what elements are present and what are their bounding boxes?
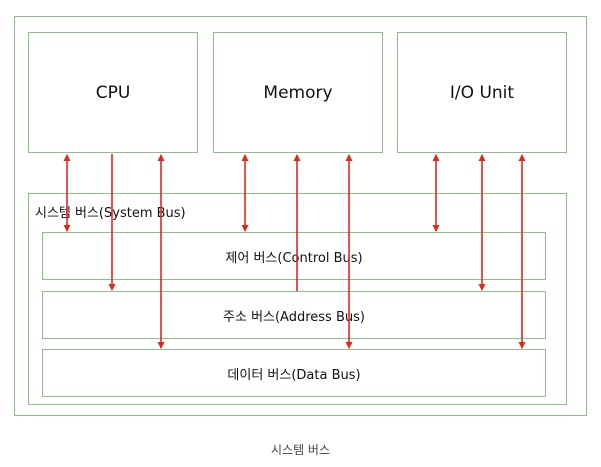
control-bus-box: 제어 버스(Control Bus) [42,232,546,280]
data-bus-label: 데이터 버스(Data Bus) [227,367,361,383]
system-bus-label: 시스템 버스(System Bus) [35,206,186,221]
data-bus-box: 데이터 버스(Data Bus) [42,349,546,397]
address-bus-label: 주소 버스(Address Bus) [223,309,365,325]
io-unit-label: I/O Unit [449,82,515,103]
memory-label: Memory [263,82,333,103]
memory-box: Memory [213,32,383,153]
io-unit-box: I/O Unit [397,32,567,153]
control-bus-label: 제어 버스(Control Bus) [225,250,363,266]
cpu-label: CPU [95,82,131,103]
figure-caption: 시스템 버스 [270,443,330,457]
address-bus-box: 주소 버스(Address Bus) [42,291,546,339]
cpu-box: CPU [28,32,198,153]
